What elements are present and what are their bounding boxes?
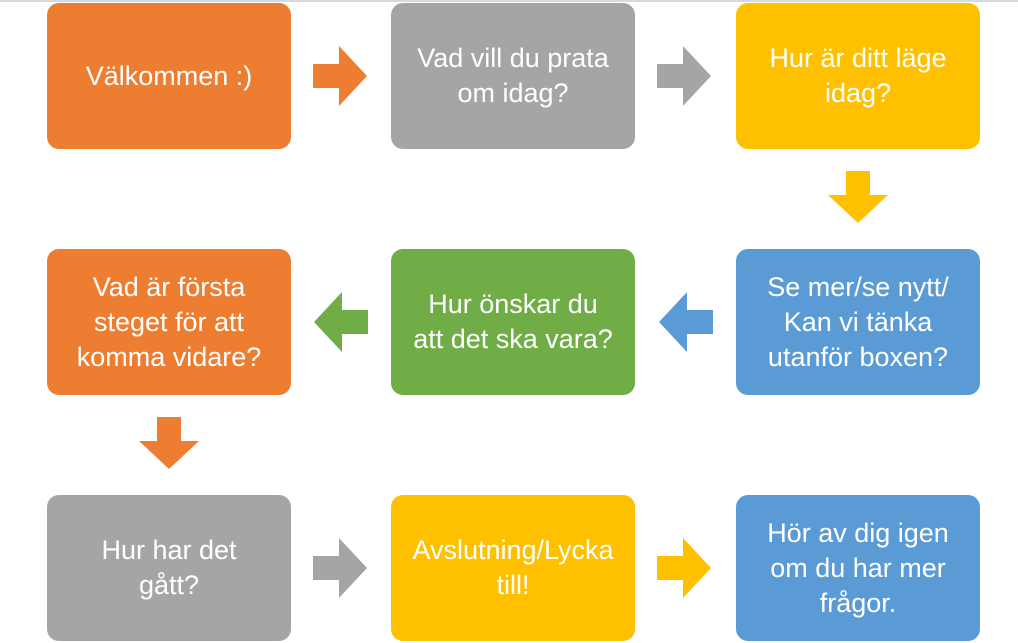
arrow-right-1-icon xyxy=(313,46,367,106)
arrow-right-2-icon xyxy=(657,46,711,106)
step-9-text: Hör av dig igen om du har mer frågor. xyxy=(767,517,949,618)
step-4-think-outside-box: Se mer/se nytt/ Kan vi tänka utanför box… xyxy=(736,249,980,395)
arrow-right-3-icon xyxy=(313,538,367,598)
step-7-how-did-it-go-box: Hur har det gått? xyxy=(47,495,291,641)
step-7-text: Hur har det gått? xyxy=(101,535,237,600)
step-5-text: Hur önskar du att det ska vara? xyxy=(413,289,613,354)
arrow-right-4-icon xyxy=(657,538,711,598)
step-1-welcome-box: Välkommen :) xyxy=(47,3,291,149)
step-9-contact-again-box: Hör av dig igen om du har mer frågor. xyxy=(736,495,980,641)
step-8-closing-box: Avslutning/Lycka till! xyxy=(391,495,635,641)
step-8-text: Avslutning/Lycka till! xyxy=(412,535,614,600)
arrow-down-2-icon xyxy=(139,417,199,469)
arrow-left-2-icon xyxy=(314,292,368,352)
step-5-wish-box: Hur önskar du att det ska vara? xyxy=(391,249,635,395)
top-divider-line xyxy=(0,0,1018,2)
step-6-first-step-box: Vad är första steget för att komma vidar… xyxy=(47,249,291,395)
step-3-text: Hur är ditt läge idag? xyxy=(769,43,947,108)
step-6-text: Vad är första steget för att komma vidar… xyxy=(76,271,262,372)
step-1-text: Välkommen :) xyxy=(85,60,253,91)
step-4-text: Se mer/se nytt/ Kan vi tänka utanför box… xyxy=(767,271,949,372)
step-3-situation-box: Hur är ditt läge idag? xyxy=(736,3,980,149)
step-2-text: Vad vill du prata om idag? xyxy=(417,43,609,108)
step-2-topic-box: Vad vill du prata om idag? xyxy=(391,3,635,149)
arrow-left-1-icon xyxy=(659,292,713,352)
arrow-down-1-icon xyxy=(828,171,888,223)
